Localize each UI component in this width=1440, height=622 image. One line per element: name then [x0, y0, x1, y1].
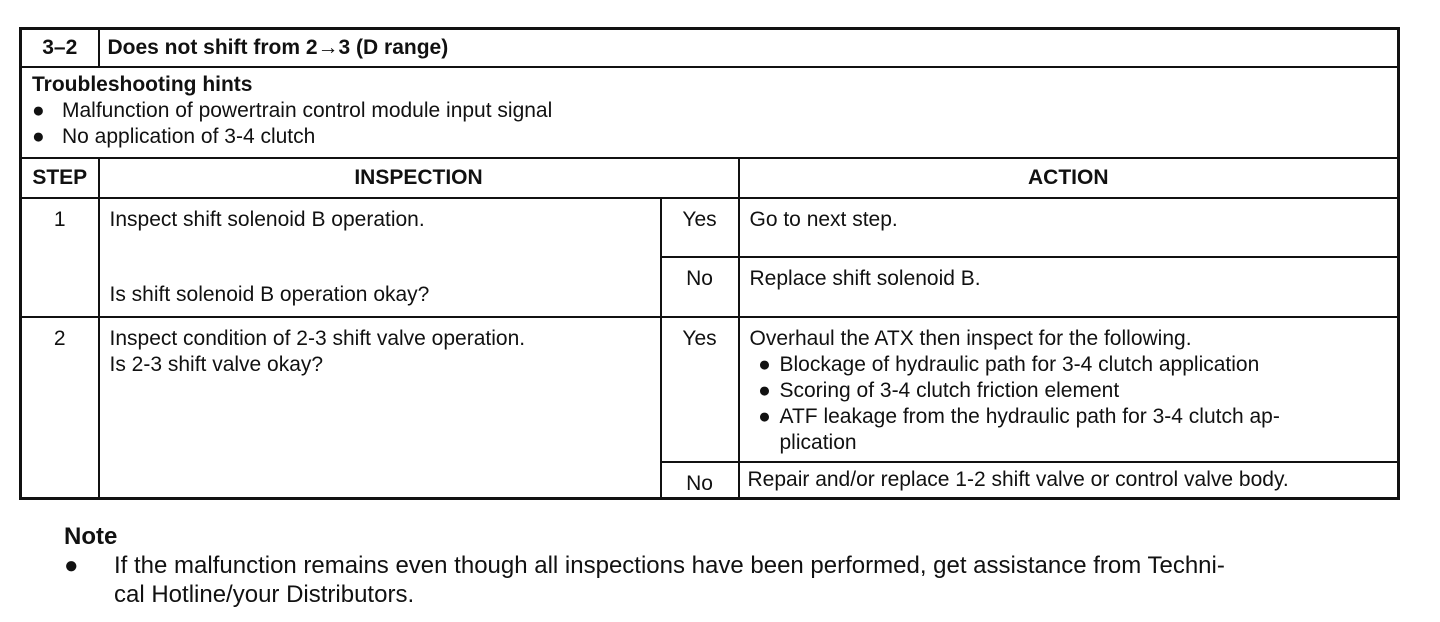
column-header-step: STEP: [19, 156, 100, 199]
answer-no: No: [659, 460, 740, 499]
action-item-text: ATF leakage from the hydraulic path for …: [779, 404, 1280, 454]
inspection-text: Inspect shift solenoid B operation.: [109, 207, 425, 231]
procedure-title: Does not shift from 2→3 (D range): [97, 27, 1400, 68]
action-item-text: Scoring of 3-4 clutch friction element: [779, 378, 1120, 402]
troubleshooting-table: 3–2 Does not shift from 2→3 (D range) Tr…: [19, 27, 1401, 500]
inspection-text: Inspect condition of 2-3 shift valve ope…: [109, 326, 526, 350]
bullet-icon: ●: [64, 552, 79, 579]
procedure-code: 3–2: [19, 27, 100, 68]
answer-yes: Yes: [659, 315, 740, 463]
action-item-text: Blockage of hydraulic path for 3-4 clutc…: [779, 352, 1260, 376]
bullet-icon: ●: [32, 98, 45, 122]
hint-item: ● Malfunction of powertrain control modu…: [32, 98, 1387, 124]
hint-text: No application of 3-4 clutch: [62, 124, 316, 148]
bullet-icon: ●: [32, 124, 45, 148]
inspection-question: Is shift solenoid B operation okay?: [109, 282, 430, 306]
action-intro: Overhaul the ATX then inspect for the fo…: [749, 326, 1192, 350]
hint-text: Malfunction of powertrain control module…: [62, 98, 553, 122]
action-no: Replace shift solenoid B.: [737, 255, 1400, 318]
action-yes: Go to next step.: [737, 196, 1400, 258]
note-text: If the malfunction remains even though a…: [114, 552, 1225, 608]
action-item: ● ATF leakage from the hydraulic path fo…: [750, 404, 1388, 456]
troubleshooting-hints: Troubleshooting hints ● Malfunction of p…: [19, 65, 1400, 159]
action-no: Repair and/or replace 1-2 shift valve or…: [737, 460, 1400, 499]
step-inspection: Inspect condition of 2-3 shift valve ope…: [97, 315, 662, 499]
inspection-question: Is 2-3 shift valve okay?: [109, 352, 324, 376]
note-heading: Note: [64, 523, 118, 550]
answer-no: No: [659, 255, 740, 318]
step-inspection: Inspect shift solenoid B operation. Is s…: [97, 196, 662, 318]
bullet-icon: ●: [758, 404, 771, 428]
action-yes: Overhaul the ATX then inspect for the fo…: [737, 315, 1400, 463]
step-number: 2: [19, 315, 100, 499]
column-header-action: ACTION: [737, 156, 1400, 199]
note-item: ● If the malfunction remains even though…: [64, 551, 1384, 609]
bullet-icon: ●: [758, 378, 771, 402]
action-item: ● Scoring of 3-4 clutch friction element: [750, 378, 1388, 404]
bullet-icon: ●: [758, 352, 771, 376]
answer-yes: Yes: [659, 196, 740, 258]
column-header-inspection: INSPECTION: [97, 156, 740, 199]
note-section: Note ● If the malfunction remains even t…: [64, 522, 1384, 609]
action-item: ● Blockage of hydraulic path for 3-4 clu…: [750, 352, 1388, 378]
hints-heading: Troubleshooting hints: [32, 72, 253, 96]
step-number: 1: [19, 196, 100, 318]
hint-item: ● No application of 3-4 clutch: [32, 124, 1387, 150]
